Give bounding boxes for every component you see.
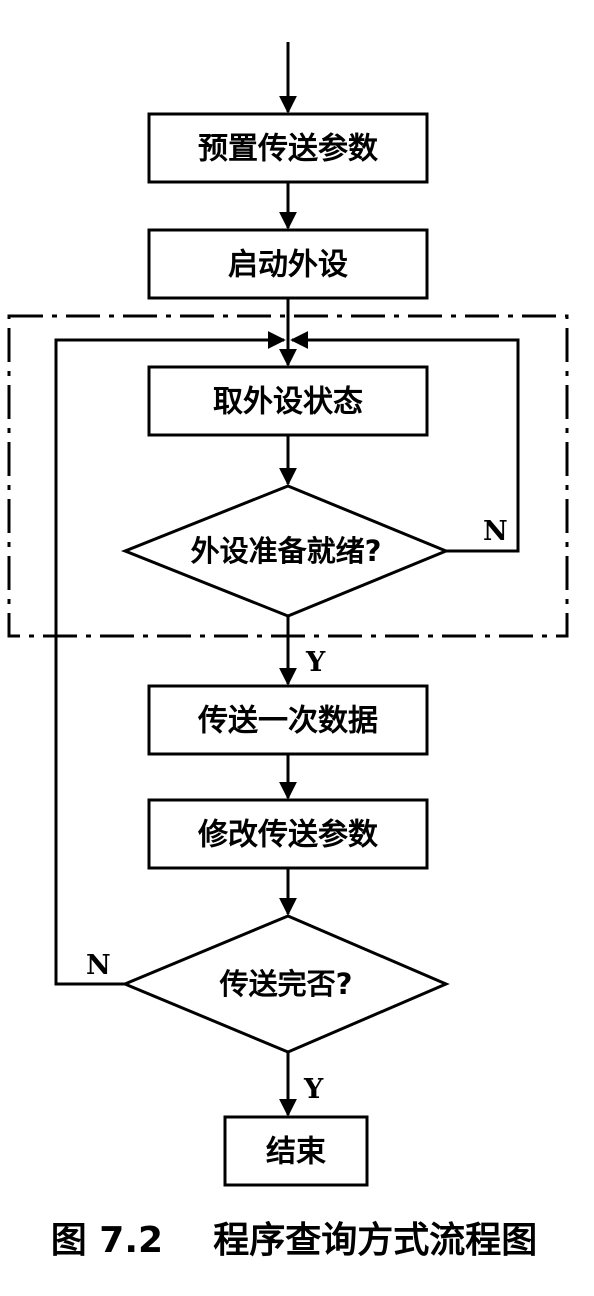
done-decision-label: 传送完否? [219, 967, 353, 1001]
start-device-step: 启动外设 [147, 228, 429, 300]
modify-params-label: 修改传送参数 [197, 818, 379, 853]
done-decision: 传送完否? [121, 914, 450, 1054]
ready-no-label: N [483, 516, 508, 547]
figure-caption: 图 7.2 程序查询方式流程图 [51, 1220, 537, 1261]
done-no-loop [54, 331, 286, 986]
transfer-data-step: 传送一次数据 [147, 684, 429, 756]
modify-params-step: 修改传送参数 [147, 798, 429, 870]
ready-decision: 外设准备就绪? [120, 484, 450, 618]
start-device-label: 启动外设 [228, 248, 348, 283]
transfer-data-label: 传送一次数据 [197, 704, 378, 739]
ready-decision-label: 外设准备就绪? [191, 534, 382, 568]
end-step: 结束 [223, 1115, 369, 1187]
preset-params-label: 预置传送参数 [198, 132, 379, 167]
end-label: 结束 [266, 1135, 326, 1170]
done-no-label: N [86, 950, 111, 981]
done-yes-label: Y [303, 1074, 324, 1105]
preset-params-step: 预置传送参数 [147, 112, 429, 184]
get-status-step: 取外设状态 [147, 365, 429, 437]
get-status-label: 取外设状态 [213, 385, 363, 420]
ready-yes-label: Y [305, 647, 326, 678]
ready-no-loop [290, 331, 520, 553]
